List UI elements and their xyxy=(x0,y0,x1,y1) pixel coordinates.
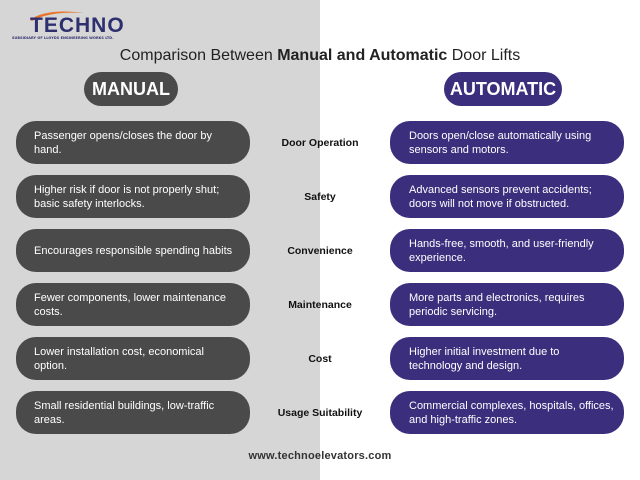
category-door-operation: Door Operation xyxy=(281,136,359,149)
category-usage-suitability: Usage Suitability xyxy=(277,406,363,419)
manual-card-convenience: Encourages responsible spending habits xyxy=(16,229,250,272)
automatic-card-door-operation: Doors open/close automatically using sen… xyxy=(390,121,624,164)
category-cost: Cost xyxy=(308,352,332,365)
title-prefix: Comparison Between xyxy=(119,47,278,64)
automatic-card-maintenance: More parts and electronics, requires per… xyxy=(390,283,624,326)
manual-header-pill: MANUAL xyxy=(84,72,178,106)
automatic-card-cost: Higher initial investment due to technol… xyxy=(390,337,624,380)
automatic-card-usage-suitability: Commercial complexes, hospitals, offices… xyxy=(390,391,624,434)
automatic-header-pill: AUTOMATIC xyxy=(444,72,562,106)
logo-swoosh-icon xyxy=(30,11,84,21)
manual-card-cost: Lower installation cost, economical opti… xyxy=(16,337,250,380)
techno-logo: TECHNO SUBSIDIARY OF LLOYDS ENGINEERING … xyxy=(12,10,125,44)
manual-card-maintenance: Fewer components, lower maintenance cost… xyxy=(16,283,250,326)
manual-card-door-operation: Passenger opens/closes the door by hand. xyxy=(16,121,250,164)
automatic-card-safety: Advanced sensors prevent accidents; door… xyxy=(390,175,624,218)
manual-card-safety: Higher risk if door is not properly shut… xyxy=(16,175,250,218)
category-safety: Safety xyxy=(304,190,336,203)
automatic-card-convenience: Hands-free, smooth, and user-friendly ex… xyxy=(390,229,624,272)
category-convenience: Convenience xyxy=(287,244,353,257)
title-suffix: Door Lifts xyxy=(447,47,521,64)
website-link[interactable]: www.technoelevators.com xyxy=(248,450,392,462)
logo-subtitle: SUBSIDIARY OF LLOYDS ENGINEERING WORKS L… xyxy=(12,36,114,40)
title-bold: Manual and Automatic xyxy=(277,47,448,64)
category-maintenance: Maintenance xyxy=(288,298,352,311)
manual-card-usage-suitability: Small residential buildings, low-traffic… xyxy=(16,391,250,434)
page-title: Comparison Between Manual and Automatic … xyxy=(0,47,640,65)
logo-wordmark: TECHNO xyxy=(30,14,125,37)
